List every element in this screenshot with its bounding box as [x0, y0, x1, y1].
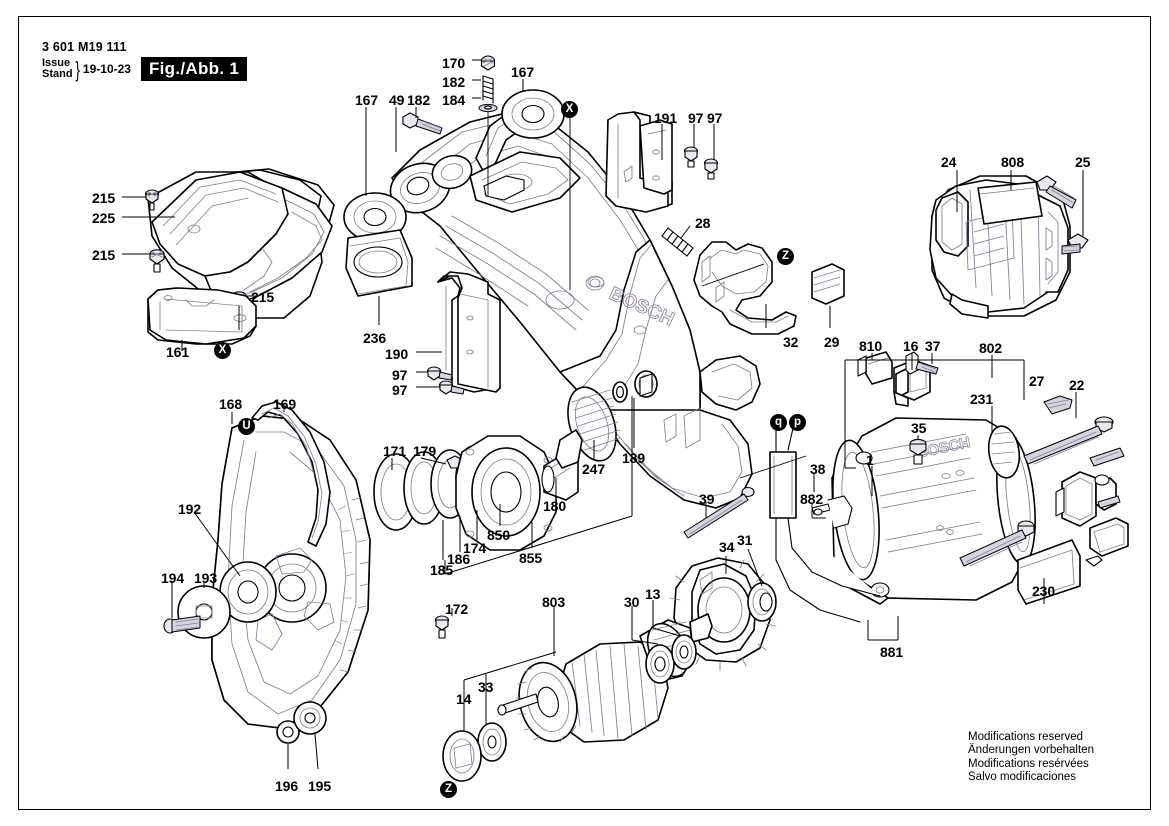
index-marker-p: p [789, 414, 806, 431]
callout-31: 31 [737, 532, 753, 548]
index-marker-Z: Z [777, 248, 794, 265]
callout-230: 230 [1032, 583, 1056, 599]
legend-line-es: Salvo modificaciones [968, 771, 1077, 784]
index-marker-X: X [561, 101, 578, 118]
callout-169: 169 [273, 396, 297, 412]
callout-28: 28 [695, 215, 711, 231]
callout-180: 180 [543, 498, 567, 514]
callout-855: 855 [519, 550, 543, 566]
legend-line-de: Änderungen vorbehalten [968, 744, 1094, 757]
callout-810: 810 [859, 338, 883, 354]
callout-191: 191 [654, 110, 678, 126]
callout-35: 35 [911, 420, 927, 436]
callout-195: 195 [308, 778, 332, 794]
callout-215: 215 [92, 190, 116, 206]
brace-glyph: } [74, 56, 80, 82]
callout-194: 194 [161, 570, 185, 586]
callout-25: 25 [1075, 154, 1091, 170]
callout-167: 167 [511, 64, 535, 80]
callout-850: 850 [487, 527, 511, 543]
callout-167: 167 [355, 92, 379, 108]
callout-184: 184 [442, 92, 466, 108]
index-marker-Z: Z [440, 781, 457, 798]
callout-49: 49 [389, 92, 405, 108]
callout-192: 192 [178, 501, 202, 517]
callout-247: 247 [582, 461, 606, 477]
callout-170: 170 [442, 55, 466, 71]
callout-22: 22 [1069, 377, 1085, 393]
callout-172: 172 [445, 601, 469, 617]
callout-215: 215 [92, 247, 116, 263]
part-number: 3 601 M19 111 [42, 40, 127, 54]
callout-38: 38 [810, 461, 826, 477]
callout-97: 97 [392, 382, 408, 398]
legend-line-fr: Modifications resérvées [968, 757, 1089, 770]
callout-215: 215 [251, 289, 275, 305]
callout-16: 16 [903, 338, 919, 354]
callout-881: 881 [880, 644, 904, 660]
callout-24: 24 [941, 154, 957, 170]
page-border [18, 16, 1151, 810]
callout-185: 185 [430, 562, 454, 578]
issue-date: 19-10-23 [82, 62, 131, 76]
callout-231: 231 [970, 391, 994, 407]
title-block: 3 601 M19 111 Issue Stand } 19-10-23 Fig… [42, 40, 248, 82]
callout-32: 32 [783, 334, 799, 350]
callout-97: 97 [392, 367, 408, 383]
callout-97: 97 [707, 110, 723, 126]
issue-label: Issue [42, 56, 71, 69]
callout-37: 37 [925, 338, 941, 354]
index-marker-q: q [770, 414, 787, 431]
callout-27: 27 [1029, 373, 1045, 389]
callout-182: 182 [407, 92, 431, 108]
index-marker-U: U [238, 418, 255, 435]
callout-803: 803 [542, 594, 566, 610]
callout-34: 34 [719, 539, 735, 555]
index-marker-X: X [214, 342, 231, 359]
modifications-legend: Modifications reserved Änderungen vorbeh… [968, 731, 1094, 785]
callout-193: 193 [194, 570, 218, 586]
callout-182: 182 [442, 74, 466, 90]
callout-190: 190 [385, 346, 409, 362]
callout-29: 29 [824, 334, 840, 350]
figure-badge: Fig./Abb. 1 [140, 57, 248, 81]
callout-186: 186 [447, 551, 471, 567]
callout-236: 236 [363, 330, 387, 346]
callout-179: 179 [413, 443, 437, 459]
callout-1: 1 [866, 452, 874, 468]
callout-174: 174 [463, 540, 487, 556]
callout-14: 14 [456, 691, 472, 707]
callout-33: 33 [478, 679, 494, 695]
callout-30: 30 [624, 594, 640, 610]
callout-161: 161 [166, 344, 190, 360]
callout-882: 882 [800, 491, 824, 507]
callout-802: 802 [979, 340, 1003, 356]
callout-189: 189 [622, 450, 646, 466]
callout-97: 97 [688, 110, 704, 126]
callout-225: 225 [92, 210, 116, 226]
stand-label: Stand [42, 68, 73, 80]
callout-171: 171 [383, 443, 407, 459]
callout-168: 168 [219, 396, 243, 412]
callout-39: 39 [699, 491, 715, 507]
legend-line-en: Modifications reserved [968, 731, 1084, 743]
callout-13: 13 [645, 586, 661, 602]
callout-808: 808 [1001, 154, 1025, 170]
callout-196: 196 [275, 778, 299, 794]
issue-stand-labels: Issue Stand [42, 56, 73, 81]
